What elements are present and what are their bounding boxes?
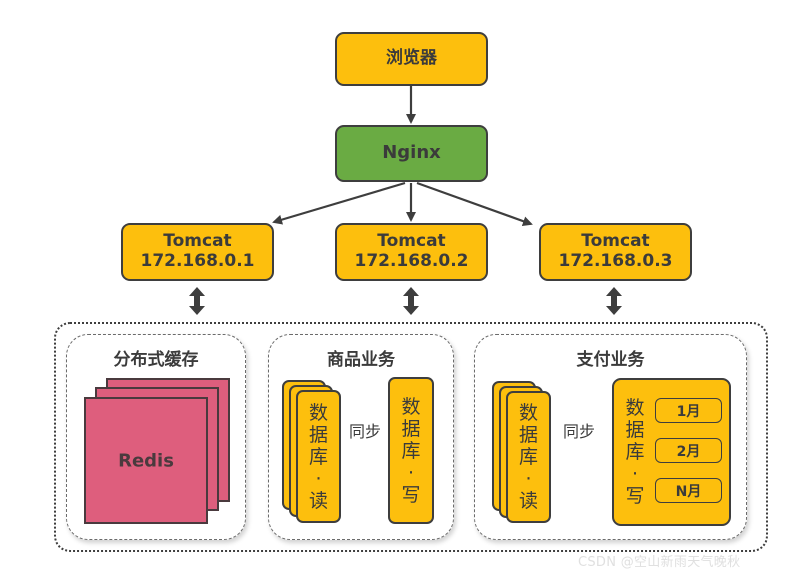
panel-title: 商品业务 [327,350,395,370]
partition-month-1: 1月 [655,398,722,423]
tomcat-ip: 172.168.0.1 [140,251,255,271]
tomcat-node-1: Tomcat 172.168.0.1 [121,223,274,281]
watermark: CSDN @空山新雨天气晚秋 [578,555,741,570]
browser-label: 浏览器 [386,48,437,69]
panel-title: 分布式缓存 [113,350,199,370]
redis-card-front: Redis [84,397,208,524]
redis-label: Redis [118,450,174,471]
goods-write-db: 数 据 库 · 写 [388,377,434,524]
tomcat-name: Tomcat [377,231,446,252]
payment-sync-label: 同步 [563,422,596,441]
backend-services-container [54,322,768,552]
partition-month-n: N月 [655,478,722,503]
nginx-node: Nginx [335,125,488,182]
goods-write-db-label: 数 据 库 · 写 [401,395,421,506]
tomcat-ip: 172.168.0.2 [354,251,469,271]
arrow-nginx-to-tomcat-3 [416,181,533,226]
double-arrow-tomcat-3 [606,287,622,315]
browser-node: 浏览器 [335,32,488,86]
payment-write-db-label: 数 据 库 · 写 [625,397,645,507]
arrow-nginx-to-tomcat-1 [272,181,406,225]
payment-read-db: 数 据 库 · 读 [506,391,551,523]
goods-read-db: 数 据 库 · 读 [296,390,341,523]
tomcat-node-2: Tomcat 172.168.0.2 [335,223,488,281]
payment-read-db-label: 数 据 库 · 读 [518,402,538,512]
tomcat-name: Tomcat [581,231,650,252]
goods-read-db-label: 数 据 库 · 读 [308,401,328,512]
nginx-label: Nginx [382,142,441,164]
payment-write-db: 数 据 库 · 写 1月 2月 N月 [612,378,731,526]
double-arrow-tomcat-1 [189,287,205,315]
double-arrow-tomcat-2 [403,287,419,315]
goods-sync-label: 同步 [349,422,382,441]
tomcat-name: Tomcat [163,231,232,252]
panel-title: 支付业务 [576,350,645,370]
tomcat-ip: 172.168.0.3 [558,251,673,271]
partition-month-2: 2月 [655,438,722,463]
tomcat-node-3: Tomcat 172.168.0.3 [539,223,692,281]
